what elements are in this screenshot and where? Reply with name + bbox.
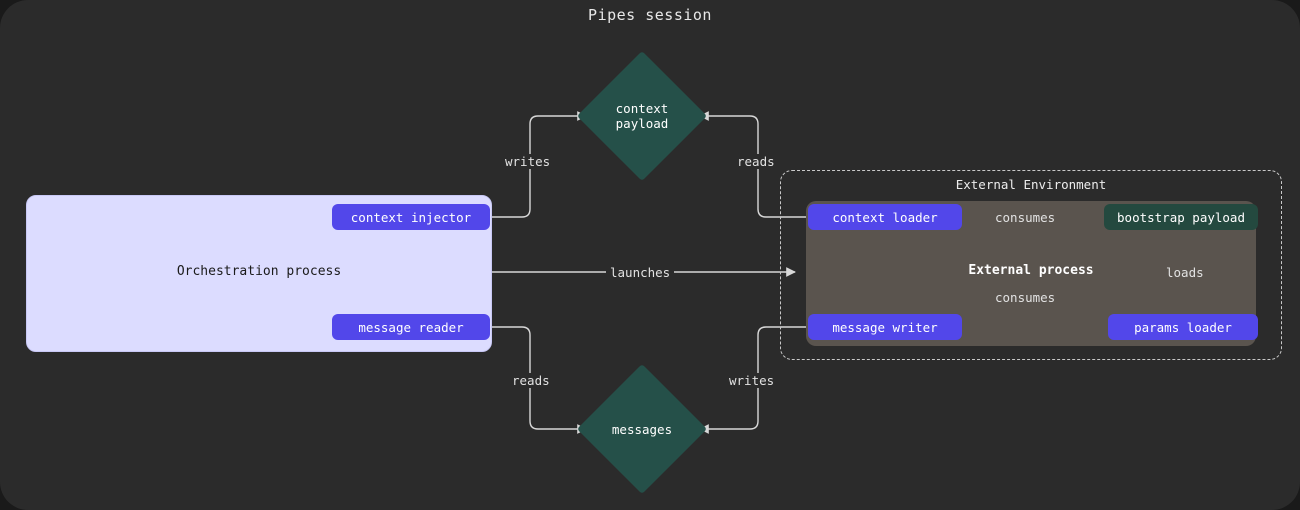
edge-label-orch-launches-env: launches [606, 265, 675, 280]
node-messages-label: messages [611, 422, 673, 437]
edge-label-ctxloader-consumes-bootstrap: consumes [991, 210, 1060, 225]
edge-label-paramsloader-loads-bootstrap: loads [1162, 265, 1208, 280]
node-message-writer[interactable]: message writer [808, 314, 962, 340]
node-context-loader[interactable]: context loader [808, 204, 962, 230]
node-message-reader[interactable]: message reader [332, 314, 490, 340]
edge-label-msgwriter-consumes-bootstrap: consumes [991, 290, 1060, 305]
node-params-loader[interactable]: params loader [1108, 314, 1258, 340]
cluster-orchestration-label: Orchestration process [176, 264, 342, 279]
edge-label-loader-reads-context: reads [733, 154, 779, 169]
node-context-payload-label: context payload [615, 101, 669, 131]
edge-label-reader-reads-messages: reads [508, 373, 554, 388]
cluster-external-environment-label: External Environment [955, 177, 1107, 192]
edge-label-writer-writes-messages: writes [725, 373, 779, 388]
page-title: Pipes session [588, 6, 712, 24]
cluster-external-process-label: External process [968, 263, 1094, 278]
node-context-injector[interactable]: context injector [332, 204, 490, 230]
edge-label-injector-writes-context: writes [501, 154, 555, 169]
node-bootstrap-payload[interactable]: bootstrap payload [1104, 204, 1258, 230]
